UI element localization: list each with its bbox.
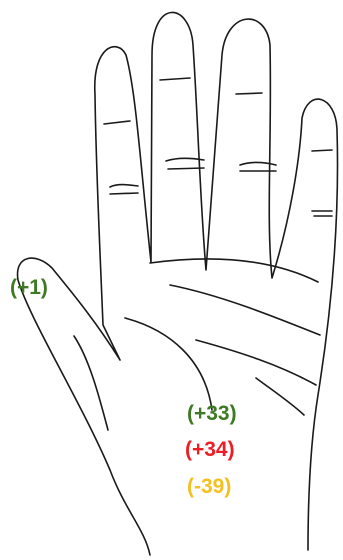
little-crease-top	[311, 149, 333, 152]
index-crease-low	[109, 192, 139, 195]
value-label-3: (-39)	[187, 475, 232, 498]
middle-crease-mid	[165, 157, 205, 162]
minor-line-1	[255, 377, 305, 416]
ring-crease-mid	[239, 161, 277, 166]
head-line	[169, 284, 321, 336]
index-crease-mid	[109, 183, 139, 188]
index-crease-top	[103, 120, 131, 125]
thumb-mount-line	[73, 335, 109, 431]
head-line-branch	[195, 339, 317, 386]
middle-crease-top	[159, 77, 191, 81]
ring-crease-top	[235, 92, 263, 95]
thumb-label: (+1)	[10, 276, 48, 299]
middle-crease-low	[167, 167, 205, 170]
hand-outline	[16, 11, 339, 556]
heart-line	[149, 258, 319, 283]
value-label-2: (+34)	[185, 438, 235, 461]
value-label-1: (+33)	[187, 402, 237, 425]
life-line	[124, 317, 213, 411]
